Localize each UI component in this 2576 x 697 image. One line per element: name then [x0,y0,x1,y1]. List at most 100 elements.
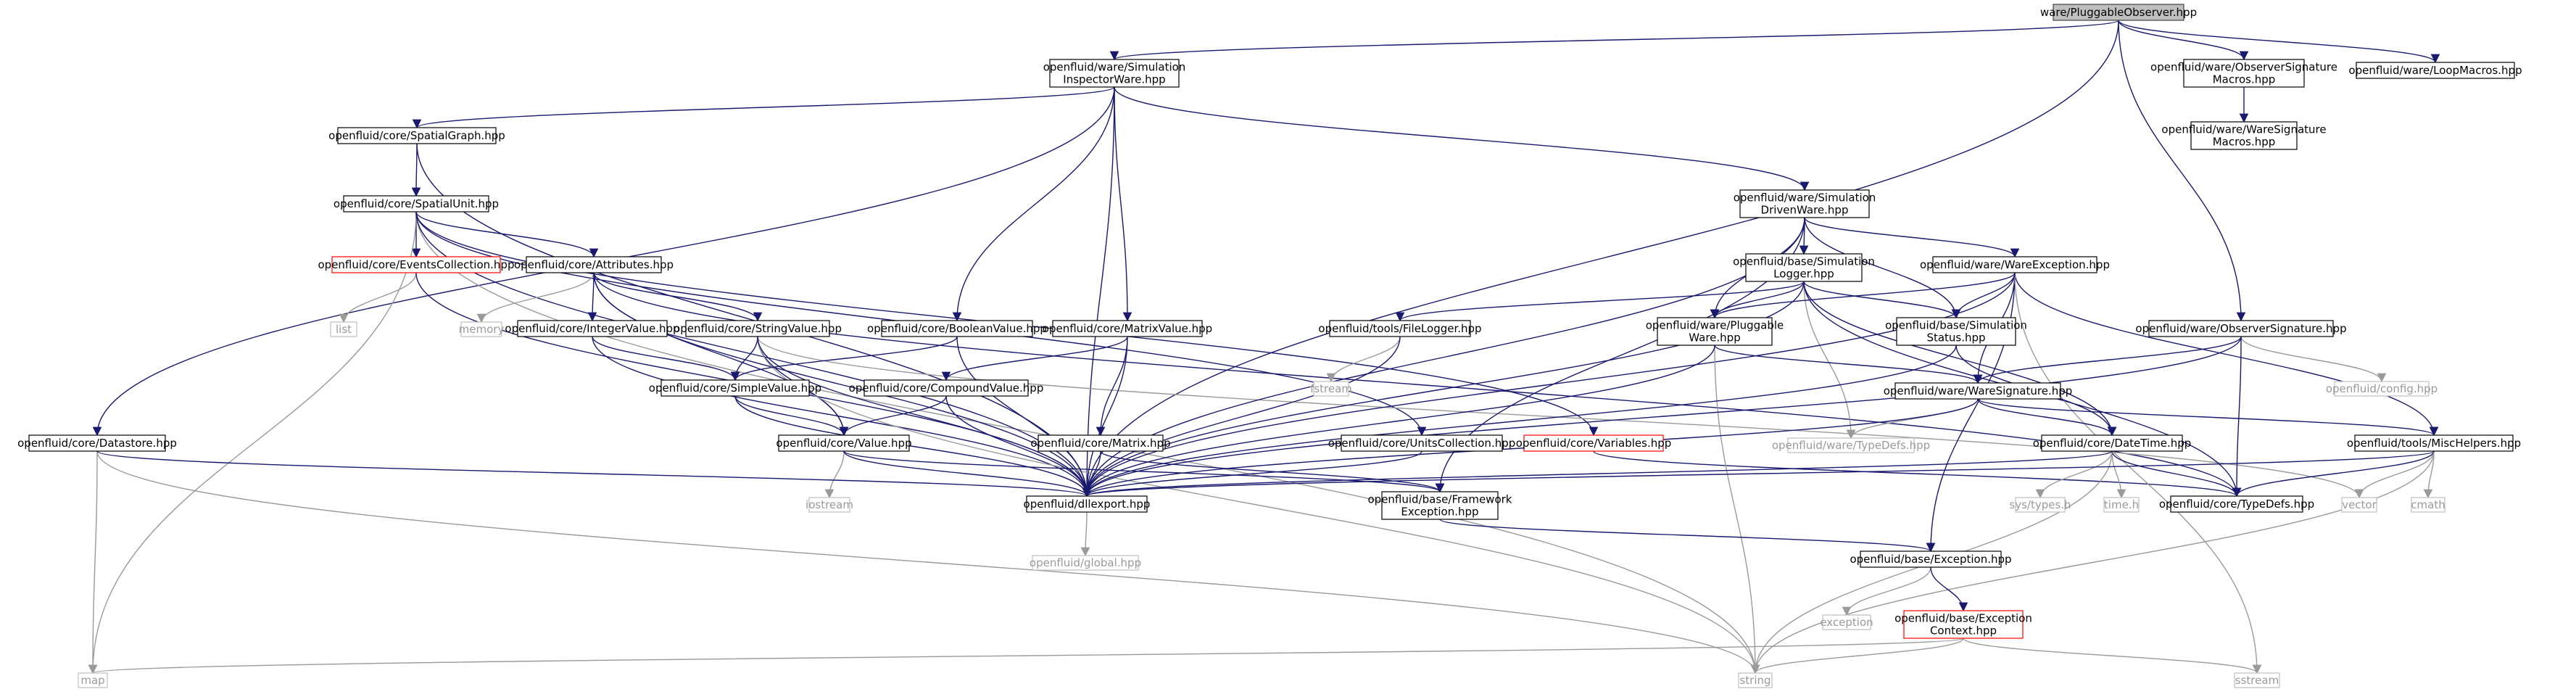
node-label: openfluid/core/BooleanValue.hpp [867,322,1047,335]
node-openfluid-ware-simulation-inspectorware-hpp[interactable]: openfluid/ware/SimulationInspectorWare.h… [1043,59,1186,88]
edge-attrs-to-strval [593,272,763,322]
node-openfluid-core-simplevalue-hpp[interactable]: openfluid/core/SimpleValue.hpp [649,379,821,397]
edge-root-to-osm [2118,20,2249,61]
edge-siw-to-sdw [1114,86,1810,191]
node-label: ware/PluggableObserver.hpp [2040,6,2197,19]
node-openfluid-ware-wareexception-hpp[interactable]: openfluid/ware/WareException.hpp [1920,256,2110,273]
edge-vars-to-ctypedefs [1593,450,2241,498]
node-openfluid-core-spatialunit-hpp[interactable]: openfluid/core/SpatialUnit.hpp [334,195,499,213]
edge-wexc-to-export [1082,272,2016,498]
edge-strval-to-export [757,336,1092,498]
edge-datetime-to-timeh [2111,450,2126,499]
edge-sgraph-to-sunit [411,143,421,197]
node-label: vector [2342,498,2377,511]
edge-matval-to-matrix [1096,336,1128,437]
node-openfluid-ware-loopmacros-hpp[interactable]: openfluid/ware/LoopMacros.hpp [2348,62,2522,79]
node-exception: exception [1820,614,1873,630]
node-label: iostream [805,498,853,511]
edge-wsig-to-datetime [1977,398,2117,437]
node-openfluid-tools-filelogger-hpp[interactable]: openfluid/tools/FileLogger.hpp [1318,320,1482,337]
node-openfluid-dllexport-hpp[interactable]: openfluid/dllexport.hpp [1024,495,1151,513]
edge-attrs-to-intval [587,272,597,322]
edge-siw-to-sgraph [413,86,1115,129]
node-openfluid-core-unitscollection-hpp[interactable]: openfluid/core/UnitsCollection.hpp [1328,434,1516,452]
node-openfluid-core-datetime-hpp[interactable]: openfluid/core/DateTime.hpp [2033,434,2192,452]
node-box [2234,672,2280,688]
node-label: openfluid/core/SpatialUnit.hpp [334,197,499,210]
node-box [1341,434,1503,452]
node-label: Exception.hpp [1401,506,1478,519]
node-label: openfluid/core/Attributes.hpp [514,258,674,271]
node-openfluid-global-hpp: openfluid/global.hpp [1030,555,1141,571]
node-box [1329,320,1471,337]
node-label: openfluid/tools/MiscHelpers.hpp [2347,437,2521,450]
edge-baseexc-to-exccontext [1930,566,1968,612]
edge-slogger-to-sstatus [1803,281,1961,319]
node-openfluid-base-exception-hpp[interactable]: openfluid/base/Exception.hpp [1850,550,2012,568]
node-openfluid-tools-mischelpers-hpp[interactable]: openfluid/tools/MiscHelpers.hpp [2347,434,2521,452]
edge-compval-to-value [839,395,947,437]
edge-siw-to-boolval [952,86,1115,322]
node-openfluid-core-eventscollection-hpp[interactable]: openfluid/core/EventsCollection.hpp [318,256,515,273]
edge-filelog-to-export [1082,336,1401,498]
edge-units-to-export [1082,450,1422,498]
node-label: openfluid/core/Variables.hpp [1516,437,1672,450]
node-box [1787,437,1915,453]
node-label: openfluid/base/Simulation [1885,319,2027,332]
node-openfluid-core-spatialgraph-hpp[interactable]: openfluid/core/SpatialGraph.hpp [328,127,505,144]
node-openfluid-core-typedefs-hpp[interactable]: openfluid/core/TypeDefs.hpp [2159,495,2314,513]
node-box [78,672,108,688]
edge-datetime-to-systypes [2035,450,2113,499]
node-box [1903,610,2024,639]
edge-osig-to-wsig [1973,336,2242,384]
node-label: openfluid/ware/WareException.hpp [1920,258,2110,271]
node-ware-pluggableobserver-hpp[interactable]: ware/PluggableObserver.hpp [2040,4,2197,21]
node-label: openfluid/core/SimpleValue.hpp [649,382,821,395]
node-label: openfluid/core/UnitsCollection.hpp [1328,437,1516,450]
edge-osig-to-config [2240,336,2387,383]
node-label: time.h [2104,498,2139,511]
edge-misc-to-string [1750,450,2435,675]
edge-slogger-to-filelog [1395,281,1805,322]
edge-boolval-to-simpval [730,336,958,382]
node-box [1032,555,1139,571]
node-openfluid-core-value-hpp[interactable]: openfluid/core/Value.hpp [776,434,912,452]
node-label: openfluid/ware/Simulation [1043,61,1186,74]
edge-datastore-to-string [96,450,1760,675]
edge-intval-to-simpval [592,336,740,382]
node-openfluid-core-booleanvalue-hpp[interactable]: openfluid/core/BooleanValue.hpp [867,320,1047,337]
node-box [1657,317,1773,346]
node-openfluid-core-variables-hpp[interactable]: openfluid/core/Variables.hpp [1516,434,1672,452]
edge-wexc-to-baseexc [1926,272,2016,553]
node-openfluid-core-compoundvalue-hpp[interactable]: openfluid/core/CompoundValue.hpp [849,379,1044,397]
node-openfluid-core-stringvalue-hpp[interactable]: openfluid/core/StringValue.hpp [674,320,842,337]
edge-datetime-to-ctypedefs [2111,450,2242,498]
node-openfluid-ware-observersignature-macros-hpp[interactable]: openfluid/ware/ObserverSignatureMacros.h… [2150,59,2337,88]
node-box [1896,317,2016,346]
node-openfluid-core-integervalue-hpp[interactable]: openfluid/core/IntegerValue.hpp [505,320,680,337]
edge-misc-to-ctypedefs [2232,450,2435,498]
edge-filelog-to-fstream [1326,336,1401,383]
node-label: memory [459,323,505,336]
edge-root-to-siw [1110,20,2119,61]
node-label: openfluid/ware/WareSignature [2161,123,2326,136]
node-openfluid-core-attributes-hpp[interactable]: openfluid/core/Attributes.hpp [514,256,674,273]
edge-root-to-osig [2118,20,2246,322]
node-openfluid-ware-observersignature-hpp[interactable]: openfluid/ware/ObserverSignature.hpp [2135,320,2347,337]
node-openfluid-core-matrix-hpp[interactable]: openfluid/core/Matrix.hpp [1030,434,1171,452]
node-label: openfluid/base/Framework [1368,493,1512,506]
node-label: openfluid/core/IntegerValue.hpp [505,322,679,335]
node-openfluid-core-matrixvalue-hpp[interactable]: openfluid/core/MatrixValue.hpp [1043,320,1212,337]
node-openfluid-core-datastore-hpp[interactable]: openfluid/core/Datastore.hpp [17,434,177,452]
node-label: list [336,323,352,336]
edge-sstatus-to-export [1082,345,1957,498]
node-openfluid-ware-waresignature-hpp[interactable]: openfluid/ware/WareSignature.hpp [1884,382,2073,400]
edge-misc-to-vector [2354,450,2435,499]
